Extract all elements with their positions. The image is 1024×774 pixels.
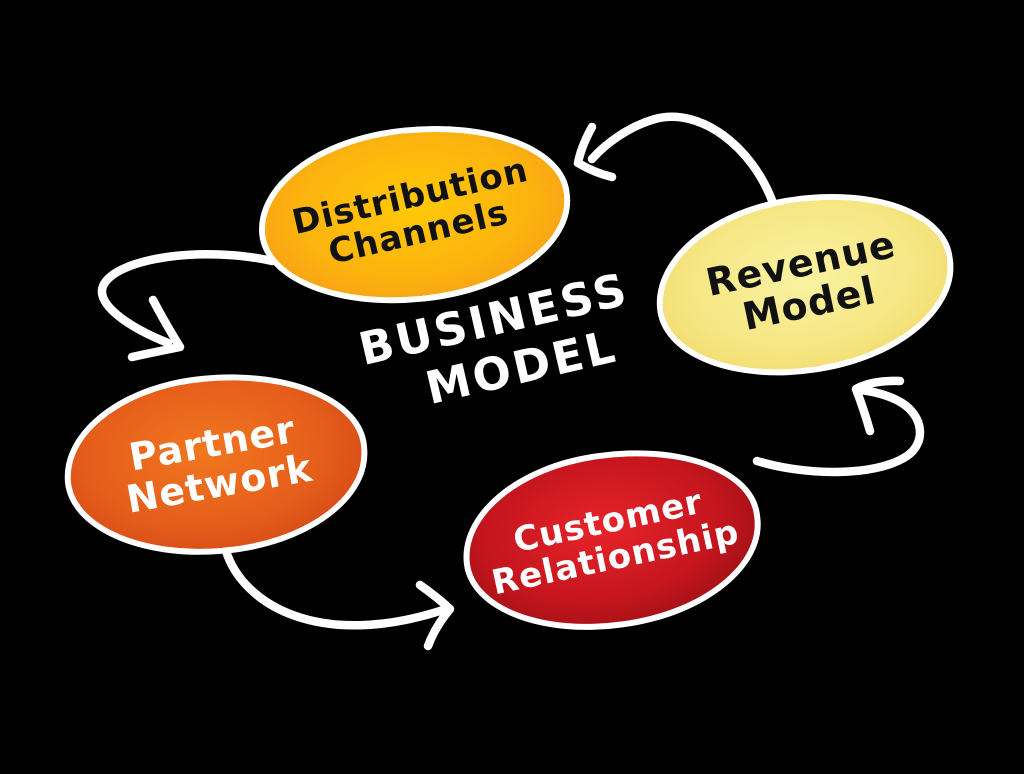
arrow-customer-to-revenue [752,376,925,477]
arrow-distribution-to-partner [97,250,277,362]
node-revenue-model-label: Revenue Model [702,222,907,344]
node-partner-network-label: Partner Network [116,408,316,523]
arrowhead-icon [851,376,905,436]
arrow-revenue-to-distribution [573,112,778,208]
arrow-shaft [587,112,778,208]
node-customer-relationship-label: Customer Relationship [481,478,743,603]
node-distribution-channels-label: Distribution Channels [288,150,540,278]
arrow-partner-to-customer [221,546,455,651]
arrowhead-icon [127,295,185,362]
arrowhead-icon [415,580,455,651]
arrow-shaft [221,546,448,630]
arrowhead-icon [573,122,617,182]
arrow-shaft [752,385,925,477]
arrow-shaft [97,250,277,348]
